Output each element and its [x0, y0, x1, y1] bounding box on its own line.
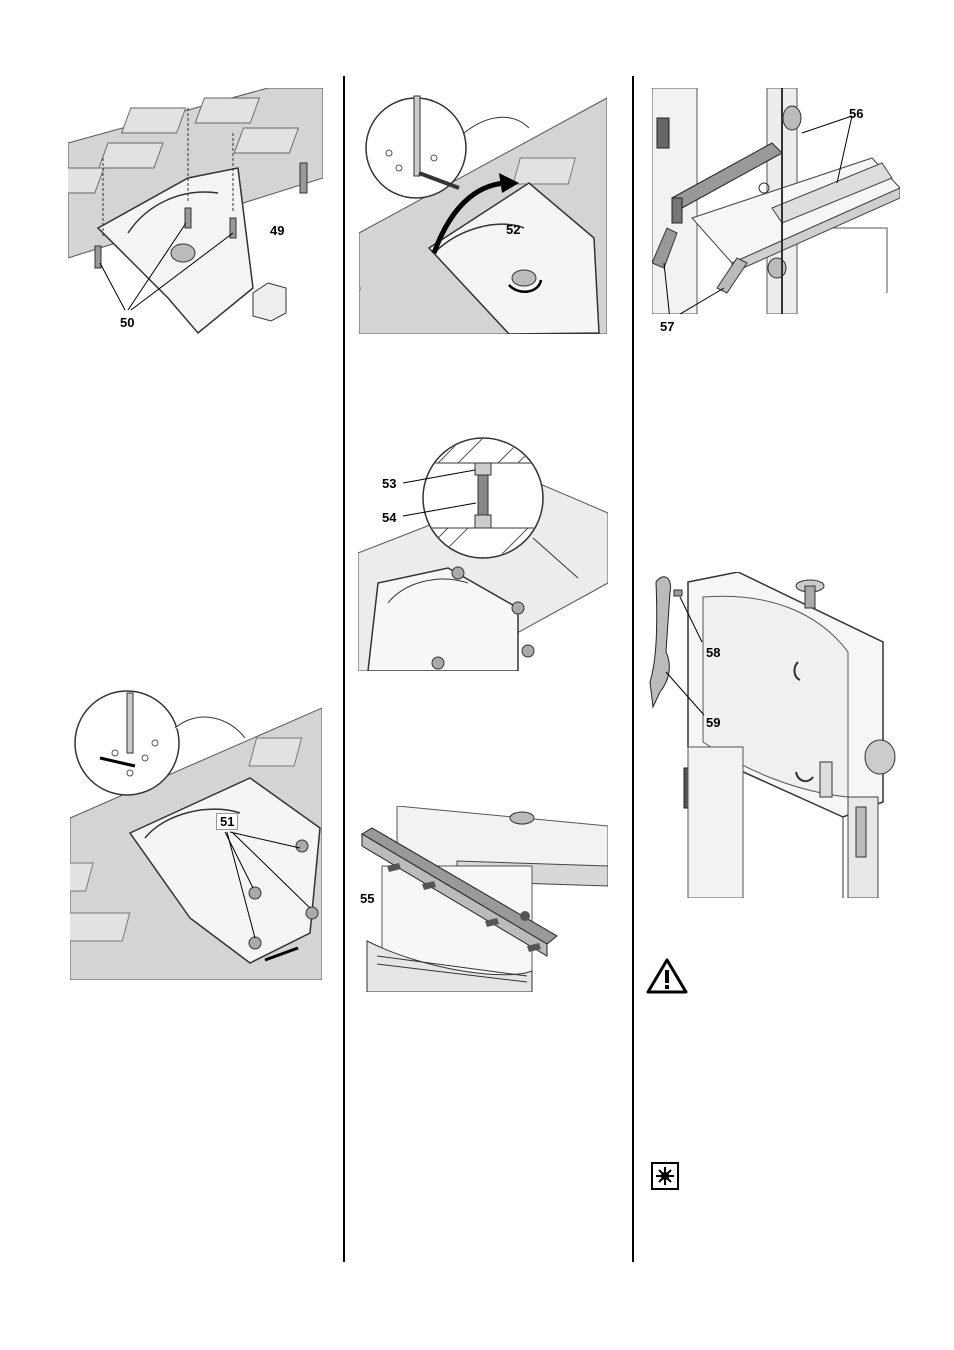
table-mounting-illustration [68, 88, 323, 340]
wheel-cover-illustration [648, 572, 898, 898]
callout-55: 55 [360, 892, 374, 905]
figure-table-mounting [68, 88, 323, 340]
callout-52: 52 [506, 223, 520, 236]
tilt-lock-illustration [359, 88, 607, 334]
figure-fence-rail [357, 806, 608, 992]
callout-58: 58 [706, 646, 720, 659]
column-divider-right [632, 76, 634, 1262]
callout-50: 50 [120, 316, 134, 329]
tip-spark-icon [651, 1162, 679, 1190]
figure-tilt-lock [359, 88, 607, 334]
blade-alignment-illustration [70, 688, 322, 980]
callout-51: 51 [216, 813, 238, 830]
blade-guide-illustration [652, 88, 900, 314]
stop-screw-illustration [358, 423, 608, 671]
callout-49: 49 [270, 224, 284, 237]
callout-59: 59 [706, 716, 720, 729]
warning-triangle-icon [646, 958, 688, 994]
fence-rail-illustration [357, 806, 608, 992]
figure-blade-guide [652, 88, 900, 314]
callout-56: 56 [849, 107, 863, 120]
figure-blade-alignment [70, 688, 322, 980]
column-divider-left [343, 76, 345, 1262]
callout-54: 54 [382, 511, 396, 524]
figure-wheel-cover [648, 572, 898, 898]
figure-stop-screw [358, 423, 608, 671]
callout-53: 53 [382, 477, 396, 490]
callout-57: 57 [660, 320, 674, 333]
